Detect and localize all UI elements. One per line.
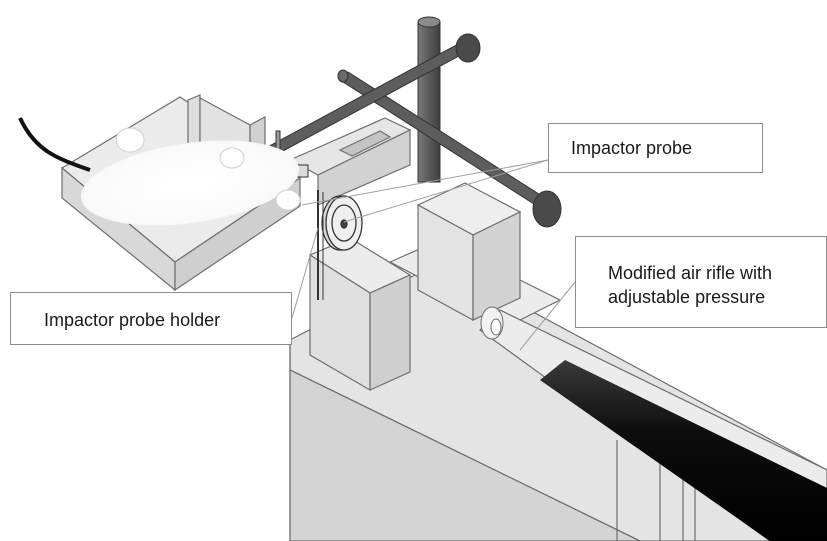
probe-holder-pillar	[308, 237, 412, 392]
leader-lines	[291, 159, 576, 351]
label-impactor-probe-holder: Impactor probe holder	[10, 292, 292, 345]
air-rifle-text-line1: Modified air rifle with	[608, 263, 773, 283]
impactor-dial	[317, 190, 363, 300]
air-rifle-text-line2: adjustable pressure	[608, 287, 766, 307]
probe-holder-text: Impactor probe holder	[44, 310, 221, 330]
slide-block	[288, 117, 412, 206]
air-rifle	[479, 306, 827, 541]
impactor-probe-text: Impactor probe	[571, 138, 693, 158]
cross-rod-horizontal	[337, 69, 562, 228]
label-modified-air-rifle: Modified air rifle with adjustable press…	[575, 236, 827, 328]
mouse-specimen	[18, 117, 301, 226]
stand-post	[417, 16, 441, 183]
label-impactor-probe: Impactor probe	[548, 123, 763, 173]
